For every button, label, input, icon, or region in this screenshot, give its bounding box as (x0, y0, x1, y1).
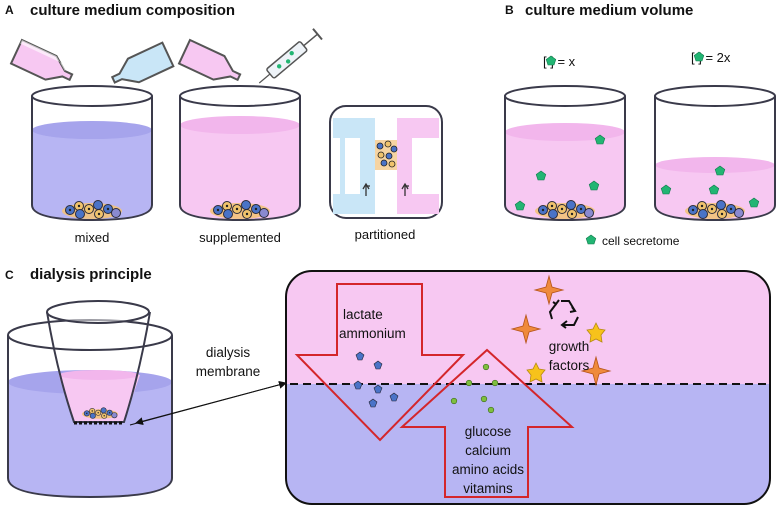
waste-molecules (353, 351, 399, 408)
recycle-icon (548, 299, 579, 329)
waste-label-ammonium: ammonium (339, 326, 406, 341)
panel-a: A culture medium composition (5, 2, 443, 245)
growth-factor-star-icon (586, 322, 606, 343)
syringe-icon (258, 28, 323, 84)
panel-c: C dialysis principle dialysis membrane (5, 266, 771, 505)
beaker-mixed (31, 85, 153, 222)
bottle-icon (110, 41, 175, 84)
growth-factors-label-line2: factors (549, 358, 590, 373)
waste-arrow (294, 283, 466, 442)
panel-a-letter: A (5, 3, 14, 17)
panel-c-title: dialysis principle (30, 266, 152, 283)
nutrient-molecules (450, 363, 499, 414)
waste-label-lactate: lactate (343, 307, 383, 322)
beaker-supplemented (179, 85, 301, 222)
nutrient-label-vitamins: vitamins (463, 481, 513, 496)
beaker-volume-x (504, 85, 626, 222)
nutrient-label-calcium: calcium (465, 443, 511, 458)
beaker-label-mixed: mixed (75, 230, 110, 245)
panel-a-title: culture medium composition (30, 2, 235, 19)
dialysis-zoom-box: lactate ammonium glucose calcium amino a… (285, 270, 771, 505)
panel-b-title: culture medium volume (525, 2, 693, 19)
bottle-icon (9, 38, 74, 82)
secretome-legend-label: cell secretome (602, 234, 680, 248)
membrane-label-line1: dialysis (206, 345, 251, 360)
beaker-volume-2x (654, 85, 776, 222)
growth-factor-star-icon (526, 362, 546, 383)
bottle-icon (177, 38, 242, 82)
nutrient-arrow (399, 348, 575, 498)
growth-factors-label-line1: growth (549, 339, 590, 354)
nutrient-label-amino-acids: amino acids (452, 462, 524, 477)
nutrient-label-glucose: glucose (465, 424, 512, 439)
beaker-label-supplemented: supplemented (199, 230, 281, 245)
growth-factor-star-icon (533, 274, 565, 306)
secretome-legend-icon (585, 234, 597, 245)
chamber-partitioned (329, 105, 443, 219)
dialysis-beaker (7, 300, 173, 499)
growth-factor-star-icon (580, 355, 612, 387)
panel-b-letter: B (505, 3, 514, 17)
growth-factor-star-icon (510, 313, 542, 345)
panel-c-letter: C (5, 268, 14, 282)
panel-b: B culture medium volume [ ] = x [ ] = 2x (504, 2, 776, 248)
beaker-label-partitioned: partitioned (355, 227, 416, 242)
membrane-label-line2: membrane (196, 364, 261, 379)
